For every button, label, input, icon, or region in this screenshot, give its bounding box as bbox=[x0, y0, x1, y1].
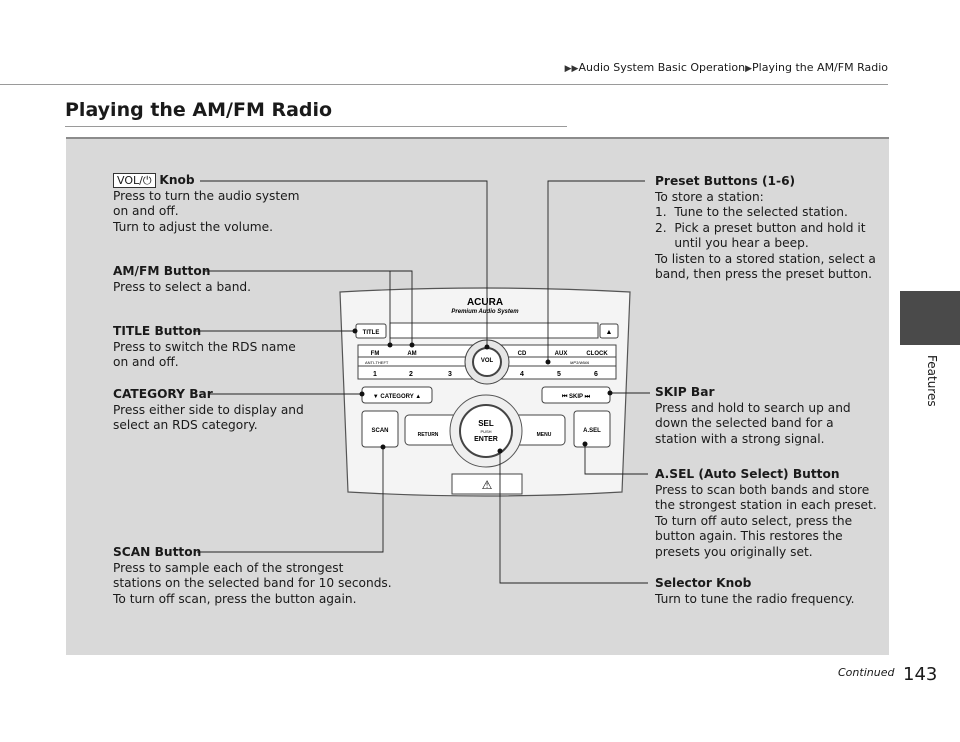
svg-text:ANTI-THEFT: ANTI-THEFT bbox=[365, 360, 389, 365]
svg-text:SCAN: SCAN bbox=[371, 428, 388, 434]
svg-text:▲: ▲ bbox=[606, 329, 613, 336]
svg-text:MP3/WMA: MP3/WMA bbox=[570, 360, 589, 365]
cd-button: CD bbox=[518, 351, 527, 357]
svg-text:ENTER: ENTER bbox=[474, 436, 498, 443]
hazard-icon: ⚠ bbox=[482, 478, 493, 492]
svg-text:3: 3 bbox=[448, 371, 452, 378]
svg-text:SEL: SEL bbox=[478, 419, 494, 428]
breadcrumb: ▶▶Audio System Basic Operation▶Playing t… bbox=[564, 61, 888, 74]
scan-button bbox=[361, 410, 399, 448]
svg-text:5: 5 bbox=[557, 371, 561, 378]
page-number: 143 bbox=[903, 664, 938, 685]
continued-label: Continued bbox=[838, 666, 895, 679]
svg-text:PUSH: PUSH bbox=[480, 429, 491, 434]
svg-text:2: 2 bbox=[409, 371, 413, 378]
title-underline bbox=[65, 126, 567, 127]
svg-text:VOL: VOL bbox=[481, 358, 494, 364]
return-button: RETURN bbox=[418, 432, 439, 438]
cd-slot bbox=[389, 322, 599, 339]
section-label: Features bbox=[925, 355, 939, 407]
brand-logo: ACURA bbox=[467, 297, 503, 308]
svg-text:6: 6 bbox=[594, 371, 598, 378]
callout-vol-knob: VOL/⏻ Knob Press to turn the audio syste… bbox=[113, 173, 300, 234]
svg-text:1: 1 bbox=[373, 371, 377, 378]
radio-faceplate: ACURA Premium Audio System TITLE ▲ FM AM… bbox=[339, 287, 631, 497]
callout-preset-buttons: Preset Buttons (1-6)To store a station:1… bbox=[655, 174, 876, 281]
svg-text:4: 4 bbox=[520, 371, 524, 378]
asel-button bbox=[573, 410, 611, 448]
breadcrumb-item[interactable]: Audio System Basic Operation bbox=[578, 61, 746, 74]
preset-buttons: 1 2 3 4 5 6 bbox=[373, 371, 598, 378]
menu-button: MENU bbox=[537, 432, 552, 438]
vol-power-badge: VOL/⏻ bbox=[113, 173, 156, 188]
svg-text:A.SEL: A.SEL bbox=[583, 428, 601, 434]
page-title: Playing the AM/FM Radio bbox=[65, 99, 333, 121]
eject-button bbox=[599, 323, 619, 339]
svg-text:⏮ SKIP ⏭: ⏮ SKIP ⏭ bbox=[562, 394, 591, 400]
aux-button: AUX bbox=[555, 351, 568, 357]
hazard-button bbox=[451, 473, 523, 495]
selector-knob bbox=[459, 404, 513, 458]
am-button: AM bbox=[407, 351, 416, 357]
brand-subtitle: Premium Audio System bbox=[451, 309, 519, 315]
header-divider bbox=[0, 84, 888, 85]
svg-text:TITLE: TITLE bbox=[363, 330, 380, 336]
leader-lines bbox=[193, 180, 650, 584]
fm-button: FM bbox=[371, 351, 380, 357]
clock-button: CLOCK bbox=[586, 351, 608, 357]
breadcrumb-item[interactable]: Playing the AM/FM Radio bbox=[752, 61, 888, 74]
svg-text:▼ CATEGORY ▲: ▼ CATEGORY ▲ bbox=[373, 394, 421, 400]
section-tab[interactable] bbox=[900, 291, 960, 345]
